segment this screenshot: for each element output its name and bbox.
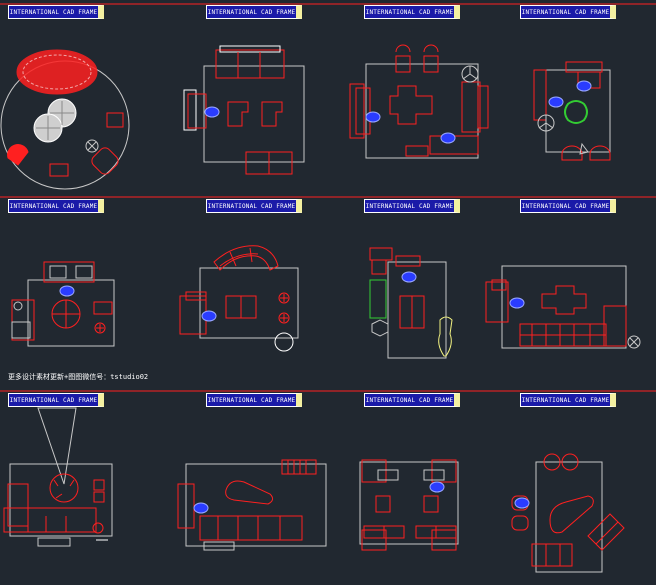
plan-round-dining <box>0 49 130 190</box>
frame-label: INTERNATIONAL CAD FRAME <box>520 199 616 213</box>
plan-living-sofa <box>183 45 305 175</box>
plan-long-bench <box>485 265 641 349</box>
frame-label: INTERNATIONAL CAD FRAME <box>206 199 302 213</box>
person-figure <box>59 285 75 297</box>
watermark-note: 更多设计素材更新+图图微信号：tstudio02 <box>8 373 149 381</box>
person-figure <box>201 310 217 322</box>
frame-label: INTERNATIONAL CAD FRAME <box>8 393 104 407</box>
frame-label: INTERNATIONAL CAD FRAME <box>520 393 616 407</box>
person-figure <box>429 481 445 493</box>
plan-living-dining <box>349 44 489 159</box>
person-figure <box>204 106 220 118</box>
frame-label: INTERNATIONAL CAD FRAME <box>206 393 302 407</box>
person-figure <box>401 271 417 283</box>
person-figure <box>509 297 525 309</box>
plan-projector-room <box>3 407 113 547</box>
plan-narrow-room <box>369 247 453 359</box>
frame-label: INTERNATIONAL CAD FRAME <box>364 199 460 213</box>
frame-label: INTERNATIONAL CAD FRAME <box>8 5 104 19</box>
person-figure <box>514 497 530 509</box>
frame-label: INTERNATIONAL CAD FRAME <box>206 5 302 19</box>
person-figure <box>548 96 564 108</box>
person-figure <box>576 80 592 92</box>
person-figure <box>440 132 456 144</box>
frame-label: INTERNATIONAL CAD FRAME <box>364 393 460 407</box>
plan-angled-sofa <box>511 453 625 573</box>
frame-label: INTERNATIONAL CAD FRAME <box>520 5 616 19</box>
frame-label: INTERNATIONAL CAD FRAME <box>364 5 460 19</box>
plan-square-lounge <box>11 261 115 347</box>
plan-lounge-coffee <box>177 459 327 551</box>
person-figure <box>365 111 381 123</box>
person-figures <box>59 80 592 514</box>
plan-symmetric-lounge <box>359 459 459 551</box>
person-figure <box>193 502 209 514</box>
frame-label: INTERNATIONAL CAD FRAME <box>8 199 104 213</box>
